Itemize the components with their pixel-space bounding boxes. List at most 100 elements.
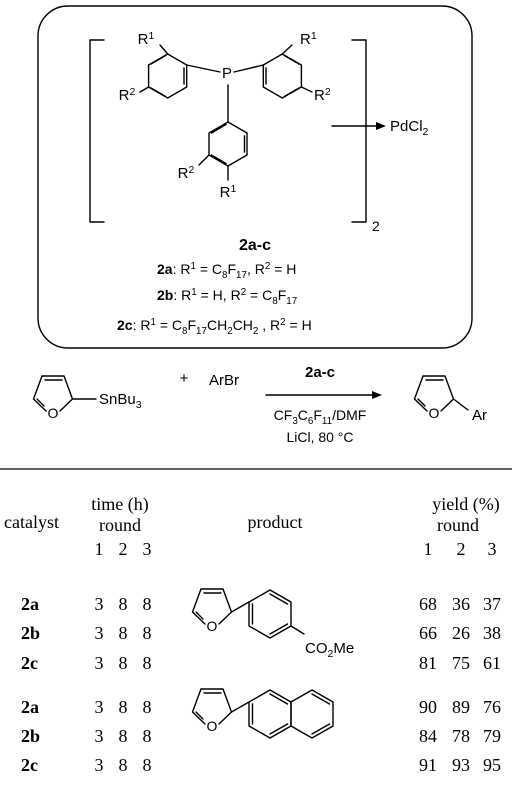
catalyst-definitions: 2a: R1 = C8F17, R2 = H 2b: R1 = H, R2 = … [117,261,312,337]
phosphine-structure [139,44,386,181]
table-header: catalyst time (h) round product yield (%… [4,494,500,535]
yield-value: 81 [419,653,437,673]
yield-round-3: 3 [488,539,497,559]
product-structure-2: O [191,688,334,739]
furan-product: O Ar [413,375,487,424]
phosphorus-atom: P [222,65,232,82]
label-r2-left: R2 [119,86,136,104]
header-time-round: round [99,515,141,535]
row-catalyst: 2b [21,623,40,643]
time-value: 8 [143,653,152,673]
time-value: 3 [95,594,104,614]
plus-sign: + [180,370,189,387]
time-value: 8 [143,726,152,746]
time-value: 8 [119,726,128,746]
catalyst-frame [37,5,473,349]
yield-value: 36 [452,594,470,614]
right-bracket [351,39,367,223]
header-yield-round: round [437,515,479,535]
row-catalyst: 2a [21,697,39,717]
time-value: 8 [119,594,128,614]
compound-label: 2a-c [239,237,271,254]
time-value: 8 [119,755,128,775]
solvent-label: CF3C6F11/DMF [274,407,367,427]
product-1-oxygen: O [207,618,218,634]
product-structure-1: O CO2Me [191,588,354,660]
yield-value: 38 [483,623,501,643]
yield-value: 79 [483,726,501,746]
furan-product-oxygen: O [429,405,440,421]
furan-reactant: O SnBu3 [32,375,142,421]
yield-value: 78 [452,726,470,746]
time-round-2: 2 [119,539,128,559]
header-product: product [248,512,303,532]
row-catalyst: 2c [21,653,38,673]
label-r2-bottom: R2 [178,164,195,182]
time-value: 8 [143,755,152,775]
conditions-label: LiCl, 80 °C [286,429,353,445]
table-body: 2a 3 8 8 68 36 37 2b 3 8 8 66 26 38 2c 3… [21,594,501,775]
time-value: 8 [143,697,152,717]
time-value: 8 [119,697,128,717]
aryl-bromide: ArBr [209,372,239,389]
row-catalyst: 2b [21,726,40,746]
yield-round-2: 2 [457,539,466,559]
round-number-row: 1 2 3 1 2 3 [95,539,497,559]
yield-value: 75 [452,653,470,673]
definition-2c: 2c: R1 = C8F17CH2CH2 , R2 = H [117,317,312,337]
table-row: 2a 3 8 8 90 89 76 [21,697,501,717]
yield-value: 66 [419,623,437,643]
definition-2b: 2b: R1 = H, R2 = C8F17 [157,287,297,307]
table-row: 2b 3 8 8 66 26 38 [21,623,501,643]
substituent-labels: R1 R2 R1 R2 R2 R1 P PdCl2 2 2a-c [119,30,429,254]
yield-value: 76 [483,697,501,717]
row-catalyst: 2a [21,594,39,614]
yield-value: 26 [452,623,470,643]
yield-value: 84 [419,726,437,746]
header-catalyst: catalyst [4,512,59,532]
coordination-arrowhead [376,122,386,130]
product-2-oxygen: O [207,718,218,734]
arrow-catalyst-label: 2a-c [305,364,335,381]
time-value: 8 [143,594,152,614]
yield-value: 90 [419,697,437,717]
catalyst-box: R1 R2 R1 R2 R2 R1 P PdCl2 2 2a-c 2a: R1 … [37,5,473,349]
product-1-ester-group: CO2Me [305,640,354,660]
yield-value: 61 [483,653,501,673]
time-value: 3 [95,623,104,643]
time-value: 3 [95,726,104,746]
left-bracket [89,39,105,223]
table-row: 2c 3 8 8 91 93 95 [21,755,501,775]
product-aryl-label: Ar [472,407,487,424]
yield-value: 91 [419,755,437,775]
time-value: 3 [95,755,104,775]
time-round-1: 1 [95,539,104,559]
header-yield: yield (%) [432,494,499,515]
stannane-group: SnBu3 [99,391,142,411]
table-row: 2b 3 8 8 84 78 79 [21,726,501,746]
label-r2-right: R2 [314,86,331,104]
time-value: 8 [119,623,128,643]
row-catalyst: 2c [21,755,38,775]
reaction-arrowhead [372,391,382,399]
metal-fragment: PdCl2 [390,118,429,138]
time-value: 8 [119,653,128,673]
definition-2a: 2a: R1 = C8F17, R2 = H [157,261,296,281]
yield-value: 93 [452,755,470,775]
label-r1-top-right: R1 [300,30,317,48]
label-r1-top-left: R1 [138,30,155,48]
time-value: 3 [95,697,104,717]
table-row: 2a 3 8 8 68 36 37 [21,594,501,614]
header-time: time (h) [91,494,148,515]
furan-reactant-oxygen: O [48,405,59,421]
yield-value: 37 [483,594,501,614]
table-row: 2c 3 8 8 81 75 61 [21,653,501,673]
time-value: 8 [143,623,152,643]
yield-value: 89 [452,697,470,717]
bracket-multiplier: 2 [372,218,380,234]
reaction-equation: O SnBu3 + ArBr 2a-c CF3C6F11/DMF LiCl, 8… [32,364,487,445]
time-round-3: 3 [143,539,152,559]
yield-round-1: 1 [424,539,433,559]
label-r1-bottom: R1 [220,183,237,201]
